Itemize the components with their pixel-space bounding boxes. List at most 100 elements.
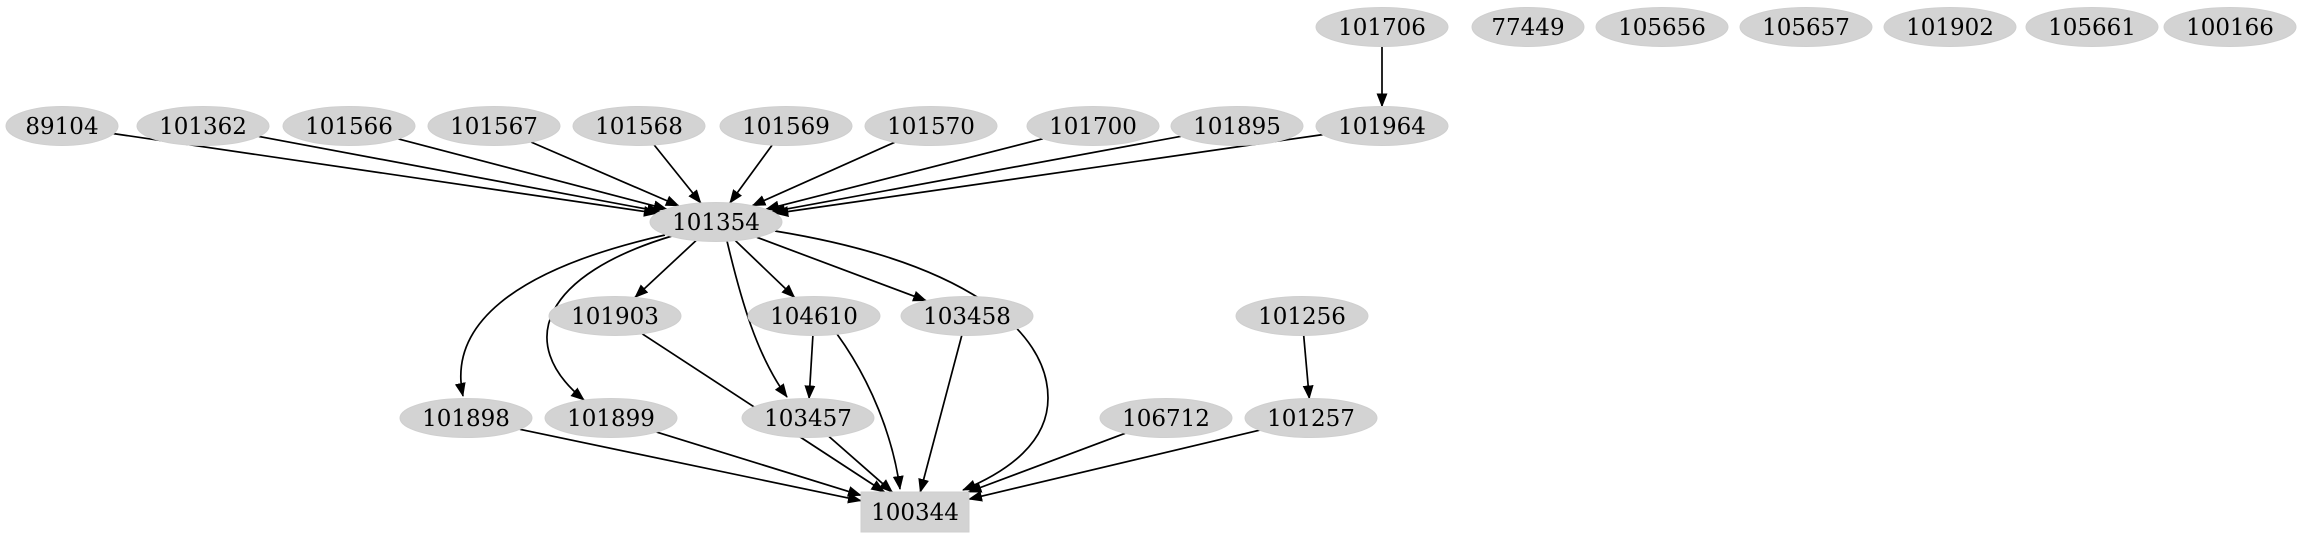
node-label-101700: 101700 xyxy=(1049,114,1137,140)
node-ellipse-101570 xyxy=(864,106,998,146)
node-label-101570: 101570 xyxy=(887,114,975,140)
node-label-100344: 100344 xyxy=(871,500,959,526)
node-ellipse-101354 xyxy=(649,202,783,242)
graph-node-101567: 101567 xyxy=(427,106,561,146)
node-ellipse-101898 xyxy=(399,398,533,438)
node-box-100344 xyxy=(860,491,970,533)
edge-101700-to-101354 xyxy=(765,137,1044,212)
node-label-103458: 103458 xyxy=(923,304,1011,330)
node-label-101964: 101964 xyxy=(1338,114,1426,140)
edge-101895-to-101354 xyxy=(771,135,1182,215)
node-ellipse-101256 xyxy=(1235,296,1369,336)
graph-node-101257: 101257 xyxy=(1244,398,1378,438)
edge-101354-to-103458 xyxy=(756,236,928,302)
graph-node-105661: 105661 xyxy=(2025,7,2159,47)
node-label-101257: 101257 xyxy=(1267,406,1355,432)
graph-node-100166: 100166 xyxy=(2163,7,2297,47)
edge-101362-to-101354 xyxy=(258,135,662,215)
graph-node-101570: 101570 xyxy=(864,106,998,146)
edge-106712-to-100344 xyxy=(967,432,1126,493)
node-ellipse-101362 xyxy=(136,106,270,146)
edges-layer xyxy=(113,46,1388,504)
node-ellipse-101895 xyxy=(1170,106,1304,146)
node-label-104610: 104610 xyxy=(770,304,858,330)
edge-103458-to-100344 xyxy=(918,335,963,493)
node-label-101354: 101354 xyxy=(672,210,760,236)
node-ellipse-101569 xyxy=(719,106,853,146)
edge-101354-to-104610 xyxy=(734,239,796,299)
edge-104610-to-100344 xyxy=(836,333,904,490)
node-label-101569: 101569 xyxy=(742,114,830,140)
node-ellipse-105656 xyxy=(1595,7,1729,47)
node-label-101903: 101903 xyxy=(571,304,659,330)
node-ellipse-77449 xyxy=(1471,7,1585,47)
node-label-89104: 89104 xyxy=(25,114,98,140)
graph-node-89104: 89104 xyxy=(5,106,119,146)
node-label-105661: 105661 xyxy=(2048,15,2136,41)
node-label-100166: 100166 xyxy=(2186,15,2274,41)
graph-node-101902: 101902 xyxy=(1883,7,2017,47)
graph-node-105656: 105656 xyxy=(1595,7,1729,47)
node-ellipse-105661 xyxy=(2025,7,2159,47)
nodes-layer: 101706 77449 105656 105657 101902 105661 10016… xyxy=(5,7,2297,533)
node-label-101566: 101566 xyxy=(305,114,393,140)
edge-89104-to-101354 xyxy=(113,132,658,217)
node-ellipse-105657 xyxy=(1739,7,1873,47)
node-label-101568: 101568 xyxy=(595,114,683,140)
node-label-101895: 101895 xyxy=(1193,114,1281,140)
edge-103457-to-100344 xyxy=(828,435,893,493)
graph-node-106712: 106712 xyxy=(1099,398,1233,438)
node-label-105657: 105657 xyxy=(1762,15,1850,41)
node-label-101706: 101706 xyxy=(1338,15,1426,41)
node-label-101256: 101256 xyxy=(1258,304,1346,330)
graph-node-101362: 101362 xyxy=(136,106,270,146)
graph-node-101354: 101354 xyxy=(649,202,783,242)
node-ellipse-103458 xyxy=(900,296,1034,336)
node-label-101899: 101899 xyxy=(567,406,655,432)
node-ellipse-103457 xyxy=(741,398,875,438)
edge-101964-to-101354 xyxy=(774,133,1323,217)
graph-node-101706: 101706 xyxy=(1315,7,1449,47)
edge-101570-to-101354 xyxy=(751,141,895,207)
graph-node-101898: 101898 xyxy=(399,398,533,438)
node-label-101898: 101898 xyxy=(422,406,510,432)
graph-node-101569: 101569 xyxy=(719,106,853,146)
edge-101568-to-101354 xyxy=(653,144,702,204)
edge-101898-to-100344 xyxy=(519,428,862,504)
graph-node-104610: 104610 xyxy=(747,296,881,336)
node-ellipse-101567 xyxy=(427,106,561,146)
edge-104610-to-103457 xyxy=(804,335,816,400)
node-ellipse-101257 xyxy=(1244,398,1378,438)
node-ellipse-101902 xyxy=(1883,7,2017,47)
edge-101899-to-100344 xyxy=(656,431,862,497)
node-label-101567: 101567 xyxy=(450,114,538,140)
edge-101354-to-100344 xyxy=(774,230,1049,491)
graph-node-101256: 101256 xyxy=(1235,296,1369,336)
edge-101257-to-100344 xyxy=(968,429,1260,502)
edge-101567-to-101354 xyxy=(530,141,680,207)
node-label-101902: 101902 xyxy=(1906,15,1994,41)
node-ellipse-101899 xyxy=(544,398,678,438)
node-label-77449: 77449 xyxy=(1491,15,1564,41)
node-ellipse-104610 xyxy=(747,296,881,336)
graph-node-103457: 103457 xyxy=(741,398,875,438)
node-label-106712: 106712 xyxy=(1122,406,1210,432)
node-label-105656: 105656 xyxy=(1618,15,1706,41)
edge-101354-to-101903 xyxy=(634,239,697,299)
edge-101354-to-103457 xyxy=(726,240,788,398)
node-label-101362: 101362 xyxy=(159,114,247,140)
graph-node-105657: 105657 xyxy=(1739,7,1873,47)
graph-node-101700: 101700 xyxy=(1026,106,1160,146)
graph-node-101895: 101895 xyxy=(1170,106,1304,146)
graph-node-101903: 101903 xyxy=(548,296,682,336)
edge-101354-to-101898 xyxy=(454,234,666,397)
node-ellipse-101964 xyxy=(1315,106,1449,146)
node-ellipse-101706 xyxy=(1315,7,1449,47)
node-ellipse-101566 xyxy=(282,106,416,146)
node-ellipse-101903 xyxy=(548,296,682,336)
node-ellipse-100166 xyxy=(2163,7,2297,47)
graph-node-103458: 103458 xyxy=(900,296,1034,336)
edge-101569-to-101354 xyxy=(729,144,773,204)
